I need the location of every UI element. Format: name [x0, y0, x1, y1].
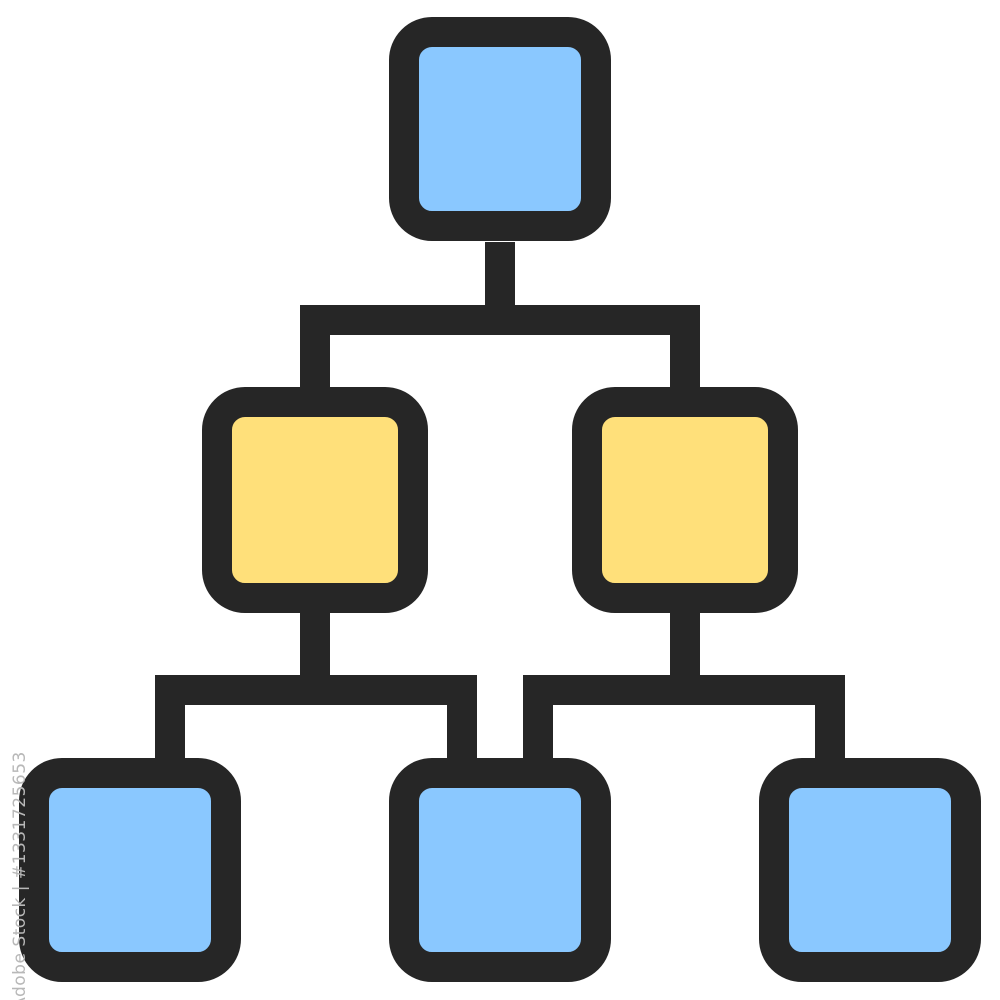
connector-lines	[155, 242, 845, 780]
connector-right-middle-to-bottom	[523, 612, 845, 780]
node-bottom-center-box	[389, 758, 611, 982]
node-bottom-right-box	[759, 758, 981, 982]
node-bottom-left-box	[19, 758, 241, 982]
connector-top-to-middle	[300, 242, 700, 410]
stock-id-watermark: Adobe Stock | #1331725653	[2, 751, 38, 1000]
node-middle-right-box	[572, 387, 798, 613]
node-middle-left-box	[202, 387, 428, 613]
node-top-box	[389, 17, 611, 241]
stock-id-text: Adobe Stock | #1331725653	[10, 751, 31, 1000]
connector-left-middle-to-bottom	[155, 612, 477, 780]
